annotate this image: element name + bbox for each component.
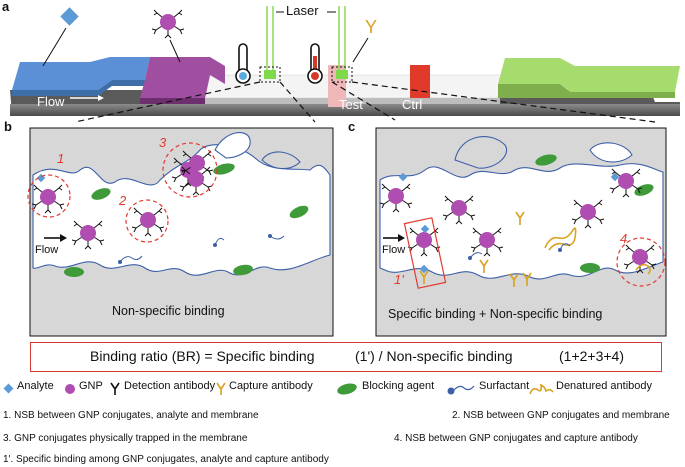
marker-1-prime: 1' — [394, 272, 404, 287]
test-label: Test — [339, 97, 363, 112]
note-4: 4. NSB between GNP conjugates and captur… — [394, 433, 638, 444]
panel-c-caption: Specific binding + Non-specific binding — [388, 307, 603, 321]
denatured-antibody-legend-icon — [529, 383, 554, 395]
analyte-diamond-icon — [60, 7, 79, 26]
surfactant-legend-icon — [447, 385, 475, 395]
strip-flow-label: Flow — [37, 94, 65, 109]
legend-surfactant: Surfactant — [479, 380, 530, 392]
panel-label-b: b — [4, 119, 12, 134]
binding-ratio-mid: (1') / Non-specific binding — [355, 348, 513, 364]
ctrl-line — [410, 65, 430, 98]
panel-c-flow-label: Flow — [382, 244, 406, 256]
legend-capture-antibody: Capture antibody — [229, 380, 313, 392]
marker-1: 1 — [57, 151, 65, 166]
binding-ratio-left: Binding ratio (BR) = Specific binding — [90, 348, 315, 364]
legend-denatured-antibody: Denatured antibody — [556, 380, 653, 392]
note-2: 2. NSB between GNP conjugates and membra… — [452, 410, 670, 421]
laser-beam-left — [259, 6, 281, 83]
marker-3: 3 — [159, 135, 167, 150]
laser-beam-right — [331, 6, 353, 83]
laser-label: Laser — [286, 3, 319, 18]
thermometer-cold-icon — [235, 43, 251, 84]
capture-antibody-symbol: Y — [365, 17, 378, 37]
note-3: 3. GNP conjugates physically trapped in … — [3, 433, 248, 444]
conjugate-pad — [140, 57, 225, 98]
panel-b-membrane — [27, 127, 334, 337]
legend-blocking-agent: Blocking agent — [362, 380, 435, 392]
absorbent-pad — [498, 58, 680, 92]
gnp-legend-icon — [65, 384, 75, 394]
panel-label-a: a — [2, 0, 10, 14]
gnp-conjugate-icon — [151, 9, 185, 39]
panel-b-caption: Non-specific binding — [112, 304, 225, 318]
blocking-agent-legend-icon — [337, 383, 357, 395]
legend-gnp: GNP — [79, 380, 103, 392]
panel-c-membrane — [375, 127, 667, 337]
panel-label-c: c — [348, 119, 356, 134]
binding-ratio-box — [30, 342, 662, 372]
capture-antibody-legend-icon — [216, 382, 226, 395]
binding-ratio-right: (1+2+3+4) — [559, 348, 624, 364]
sample-pad — [12, 57, 150, 90]
legend-detection-antibody: Detection antibody — [124, 380, 216, 392]
analyte-legend-icon — [3, 383, 14, 394]
panel-b-flow-label: Flow — [35, 244, 59, 256]
note-1-prime: 1'. Specific binding among GNP conjugate… — [3, 454, 329, 465]
strip-assembly — [10, 6, 680, 123]
marker-4: 4 — [620, 231, 628, 246]
detection-antibody-legend-icon — [110, 382, 120, 395]
marker-2: 2 — [119, 193, 127, 208]
legend-analyte: Analyte — [17, 380, 54, 392]
thermometer-hot-icon — [307, 43, 323, 84]
ctrl-label: Ctrl — [402, 97, 423, 112]
note-1: 1. NSB between GNP conjugates, analyte a… — [3, 410, 259, 421]
